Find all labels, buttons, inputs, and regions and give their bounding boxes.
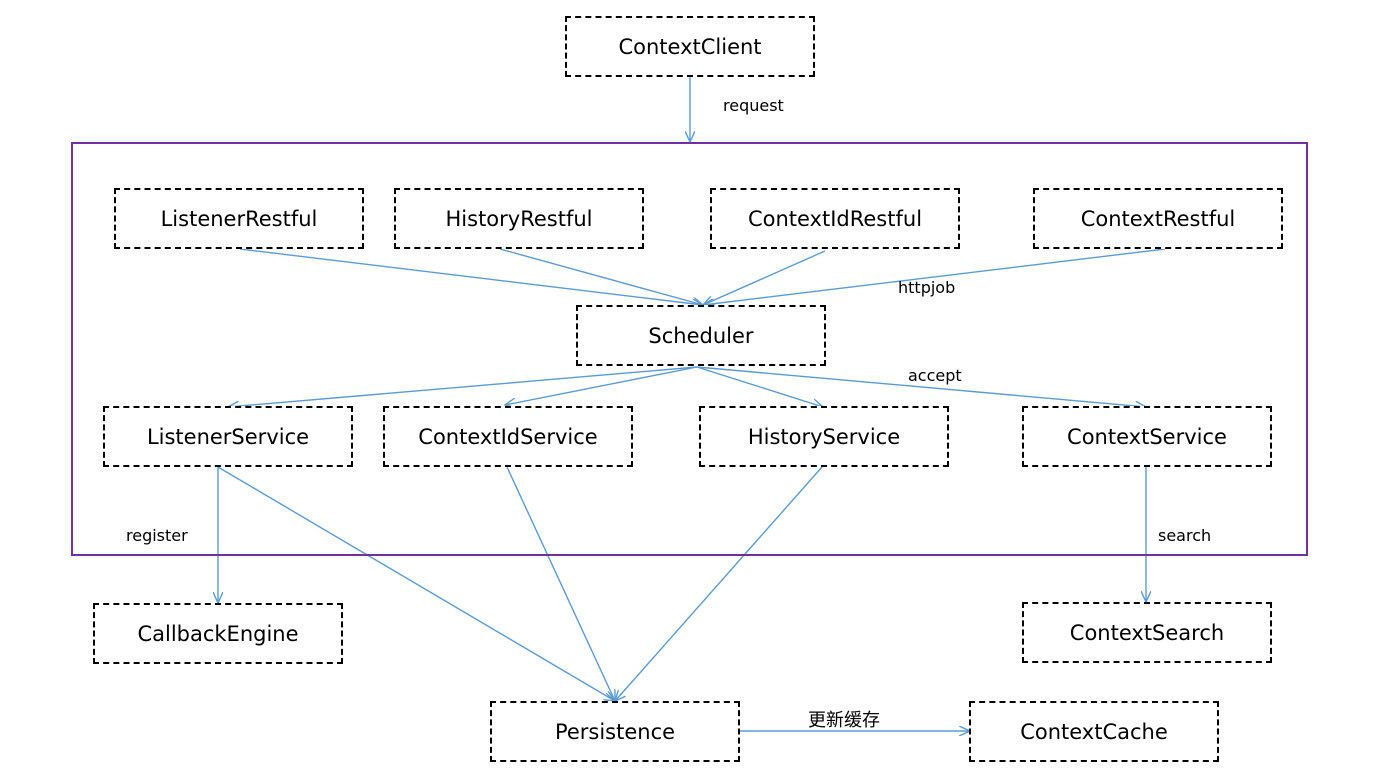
node-history-service: HistoryService (699, 406, 949, 467)
edge-scheduler-to-contextservice (696, 366, 1146, 407)
node-context-cache: ContextCache (969, 701, 1219, 762)
edge-contextidservice-to-persistence (506, 466, 615, 701)
edge-label-search: search (1158, 526, 1212, 545)
edge-listenerservice-to-persistence (217, 466, 615, 701)
node-context-search: ContextSearch (1022, 602, 1272, 663)
node-context-service: ContextService (1022, 406, 1272, 467)
node-context-client: ContextClient (565, 16, 815, 77)
edge-label-httpjob: httpjob (898, 278, 956, 297)
edge-historyservice-to-persistence (615, 466, 823, 701)
edge-scheduler-to-contextidservice (505, 366, 698, 405)
service-group-frame (71, 142, 1308, 556)
edge-scheduler-to-listenerservice (228, 366, 698, 407)
node-callback-engine: CallbackEngine (93, 603, 343, 664)
edge-contextrestful-to-scheduler (703, 248, 1166, 305)
edge-listenerrestful-to-scheduler (239, 248, 703, 305)
node-contextid-service: ContextIdService (383, 406, 633, 467)
edge-historyrestful-to-scheduler (499, 248, 703, 305)
edge-label-accept: accept (908, 366, 962, 385)
node-scheduler: Scheduler (576, 305, 826, 366)
edge-scheduler-to-historyservice (696, 366, 823, 407)
node-persistence: Persistence (490, 701, 740, 762)
edge-label-request: request (723, 96, 784, 115)
node-listener-restful: ListenerRestful (114, 188, 364, 249)
edge-contextidrestful-to-scheduler (703, 250, 826, 305)
edge-label-update-cache: 更新缓存 (808, 710, 880, 731)
node-contextid-restful: ContextIdRestful (710, 188, 960, 249)
node-history-restful: HistoryRestful (394, 188, 644, 249)
node-listener-service: ListenerService (103, 406, 353, 467)
node-context-restful: ContextRestful (1033, 188, 1283, 249)
edge-label-register: register (126, 526, 188, 545)
